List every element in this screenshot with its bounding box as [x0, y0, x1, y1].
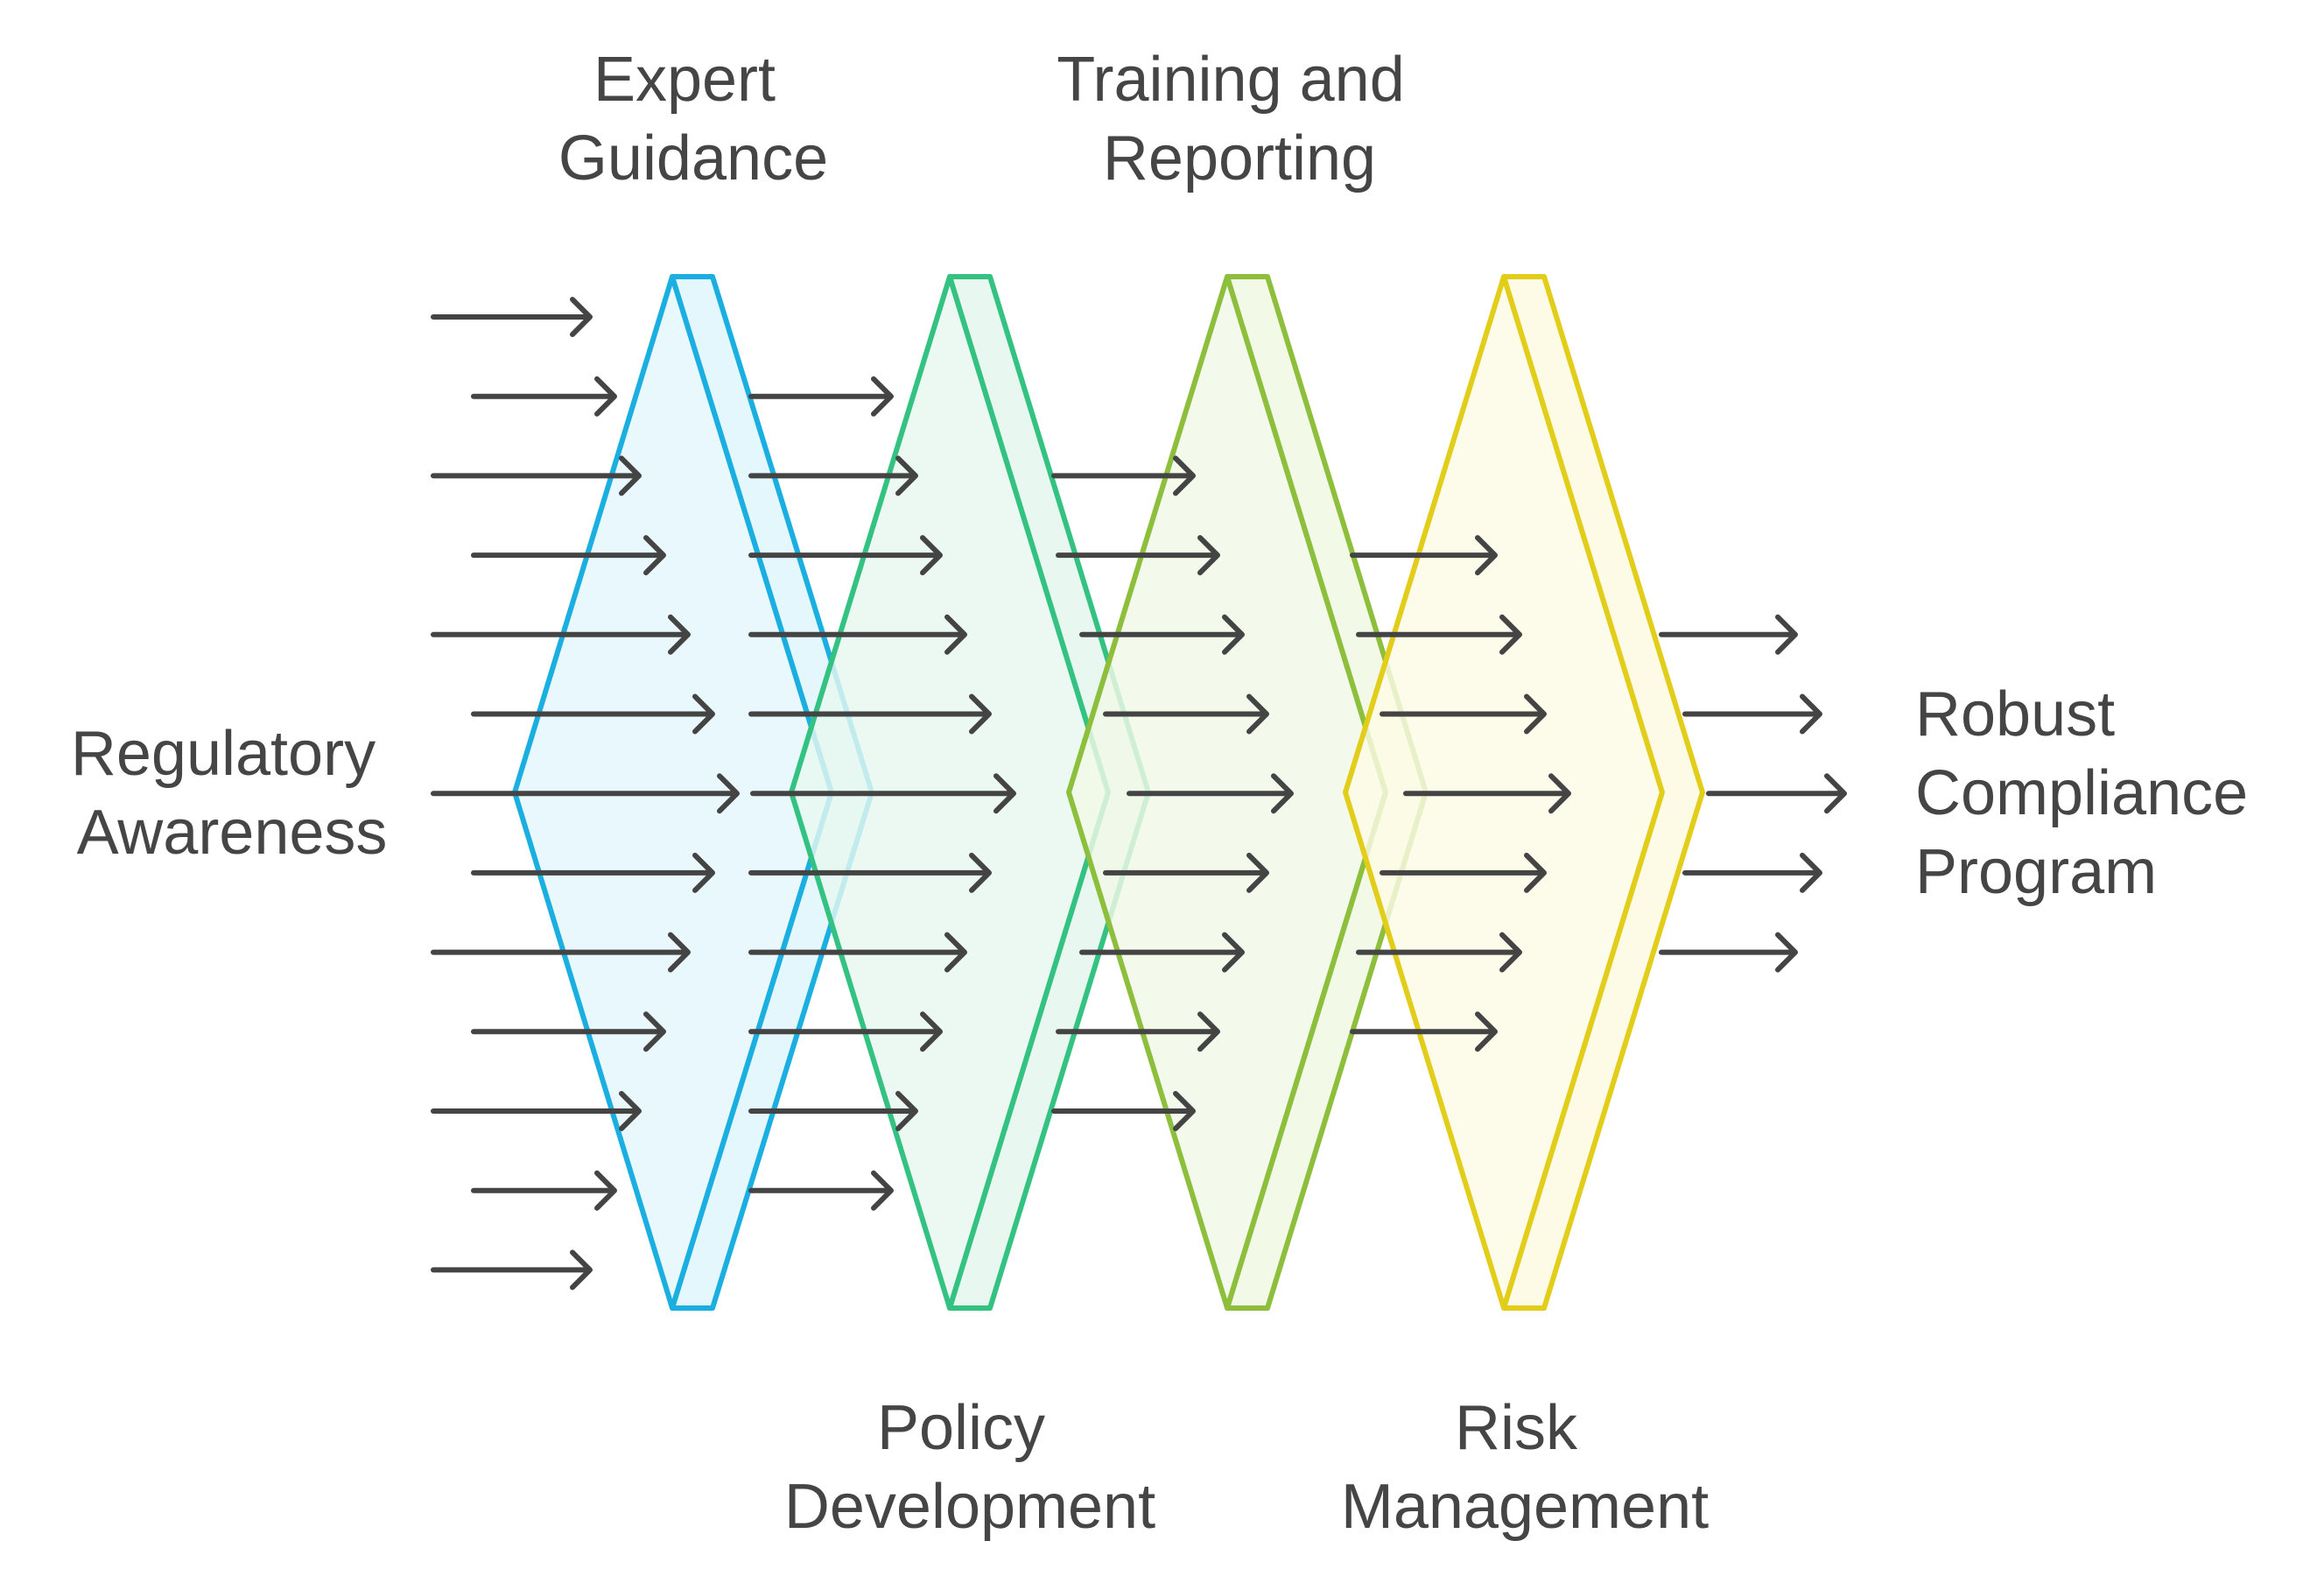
stage-3-output-arrow — [1380, 852, 1547, 893]
stage-1-output-arrow — [750, 773, 1016, 814]
stage-1-output-arrow — [748, 614, 967, 655]
stage-2-output-arrow — [1127, 773, 1294, 814]
input-arrow — [471, 1170, 617, 1211]
stage-2-output-arrow — [1056, 1011, 1220, 1052]
stage-2-output-arrow — [1056, 535, 1220, 576]
input-arrow — [431, 932, 691, 973]
stage-4-label: Risk Management — [1341, 1393, 1709, 1542]
stage-2-output-arrow — [1079, 932, 1245, 973]
stage-1-output-arrow — [748, 455, 918, 496]
stage-3-output-arrow — [1403, 773, 1571, 814]
input-arrow — [431, 455, 642, 496]
output-arrow — [1682, 852, 1822, 893]
output-arrow — [1682, 693, 1822, 735]
input-label: Regulatory Awareness — [71, 719, 393, 868]
input-arrow — [431, 1091, 642, 1131]
input-arrow — [471, 535, 666, 576]
output-arrow — [1659, 614, 1798, 655]
stage-3-label: Training and Reporting — [1057, 45, 1422, 193]
stage-1-output-arrow — [748, 852, 992, 893]
stage-3-output-arrow — [1350, 535, 1498, 576]
stage-2-output-arrow — [1051, 455, 1196, 496]
stage-1-output-arrow — [748, 932, 967, 973]
stage-1-output-arrow — [748, 1170, 894, 1211]
stage-4-edge — [1501, 274, 1705, 1311]
input-arrow — [431, 614, 691, 655]
labels-layer: Regulatory Awareness Robust Compliance P… — [71, 45, 2265, 1542]
input-arrow — [471, 852, 715, 893]
stage-1-label: Expert Guidance — [558, 45, 828, 193]
output-label: Robust Compliance Program — [1915, 679, 2265, 907]
input-arrow — [471, 693, 715, 735]
stage-1-output-arrow — [748, 535, 943, 576]
stage-2-output-arrow — [1051, 1091, 1196, 1131]
input-arrow — [431, 1249, 593, 1291]
stage-3-output-arrow — [1356, 932, 1522, 973]
stage-3-output-arrow — [1380, 693, 1547, 735]
output-arrow — [1706, 773, 1847, 814]
input-arrow — [471, 376, 617, 417]
stage-2-output-arrow — [1079, 614, 1245, 655]
stage-2-output-arrow — [1103, 852, 1269, 893]
stage-2-output-arrow — [1103, 693, 1269, 735]
output-arrow — [1659, 932, 1798, 973]
stage-3-output-arrow — [1350, 1011, 1498, 1052]
input-arrow — [431, 773, 740, 814]
stage-1-output-arrow — [748, 376, 894, 417]
stage-3-output-arrow — [1356, 614, 1522, 655]
stage-1-output-arrow — [748, 1011, 943, 1052]
input-arrow — [431, 297, 593, 337]
arrows-layer — [431, 297, 1847, 1291]
stage-1-output-arrow — [748, 693, 992, 735]
input-arrow — [471, 1011, 666, 1052]
stage-2-label: Policy Development — [784, 1393, 1155, 1542]
stage-1-output-arrow — [748, 1091, 918, 1131]
